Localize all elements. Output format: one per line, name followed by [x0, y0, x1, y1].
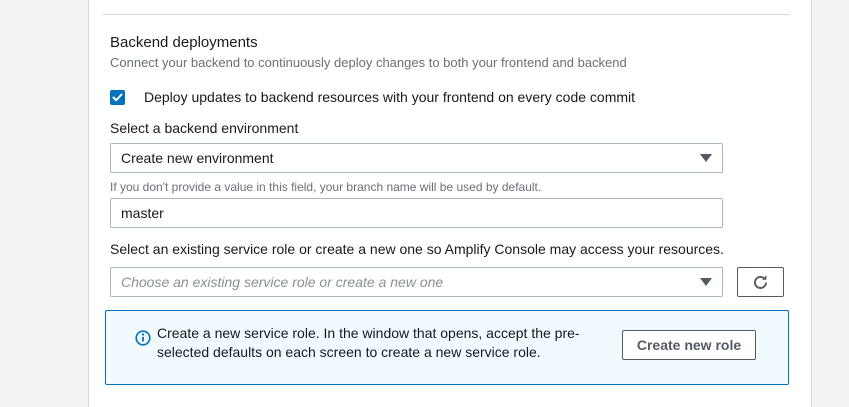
- section-description: Connect your backend to continuously dep…: [110, 55, 627, 70]
- deploy-updates-checkbox[interactable]: [110, 89, 125, 105]
- create-new-role-button[interactable]: Create new role: [622, 330, 756, 360]
- service-role-select[interactable]: Choose an existing service role or creat…: [110, 267, 723, 297]
- environment-name-helper-text: If you don't provide a value in this fie…: [110, 180, 542, 194]
- environment-name-field-wrapper: [110, 198, 723, 228]
- section-title: Backend deployments: [110, 34, 258, 51]
- refresh-icon: [754, 274, 767, 289]
- check-icon: [112, 93, 123, 101]
- left-gutter-panel: [0, 0, 89, 407]
- environment-name-input[interactable]: [121, 199, 712, 227]
- refresh-roles-button[interactable]: [737, 267, 784, 297]
- section-divider: [103, 14, 790, 15]
- create-role-info-message: Create a new service role. In the window…: [157, 325, 580, 360]
- backend-environment-selected-value: Create new environment: [121, 150, 274, 166]
- chevron-down-icon: [700, 278, 712, 286]
- chevron-down-icon: [700, 154, 712, 162]
- service-role-label: Select an existing service role or creat…: [110, 241, 724, 257]
- info-icon: [135, 330, 151, 351]
- backend-environment-select[interactable]: Create new environment: [110, 143, 723, 173]
- deploy-updates-checkbox-row: Deploy updates to backend resources with…: [110, 89, 635, 105]
- right-gutter-panel: [811, 0, 849, 407]
- backend-deployments-section: Backend deployments Connect your backend…: [103, 0, 790, 407]
- service-role-placeholder: Choose an existing service role or creat…: [121, 274, 444, 290]
- deploy-updates-checkbox-label: Deploy updates to backend resources with…: [144, 89, 636, 105]
- backend-environment-label: Select a backend environment: [110, 120, 299, 136]
- create-role-info-box: Create a new service role. In the window…: [105, 310, 789, 385]
